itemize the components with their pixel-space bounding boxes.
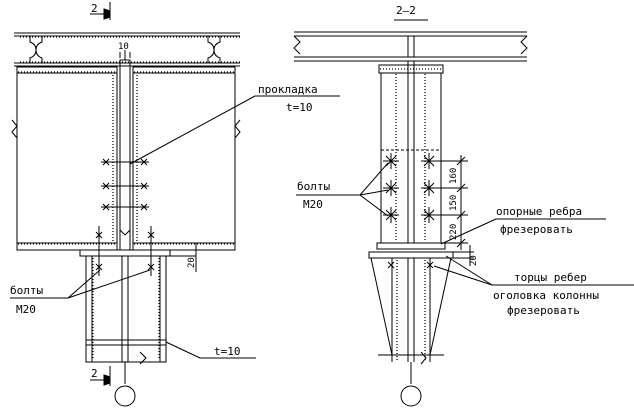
section-mark-bottom: 2: [90, 366, 111, 386]
section-mark-bottom-label: 2: [91, 367, 98, 380]
top-beam: [14, 32, 240, 67]
bolts-label-line2: М20: [16, 303, 36, 316]
rib-ends-callout: торцы ребер оголовка колонны фрезеровать: [433, 255, 634, 317]
axis-marker-left: [114, 385, 136, 407]
dim-220-label: 220: [449, 224, 459, 240]
dim-20-left: 20: [187, 257, 197, 268]
dim-10-label: 10: [118, 42, 129, 52]
top-beam-right: [293, 31, 528, 62]
main-beam-right: [132, 66, 241, 251]
rib-ends-line2: оголовка колонны: [493, 289, 599, 302]
dimension-chain: 160 150 220: [437, 155, 468, 250]
axis-marker-right: [400, 385, 422, 407]
main-beam-left: [11, 66, 118, 251]
bearing-pad: [378, 64, 444, 74]
bolts-label-right-line2: М20: [303, 198, 323, 211]
gasket-thickness: t=10: [286, 101, 313, 114]
gasket-callout: прокладка t=10: [129, 83, 340, 165]
dim-20-right: 20: [469, 255, 479, 266]
cap-plate: 20: [79, 243, 197, 272]
web-bolts-right: [383, 153, 437, 223]
rib-ends-line3: фрезеровать: [507, 304, 580, 317]
girder-elevation: [380, 61, 442, 244]
right-view: 2–2: [293, 4, 634, 407]
section-mark-top: 2: [90, 2, 111, 20]
column-cap-right: [370, 257, 452, 384]
bolts-label-right-line1: болты: [297, 180, 330, 193]
rib-ends-line1: торцы ребер: [514, 271, 587, 284]
web-bolts-left: [101, 158, 149, 211]
bolts-callout-right: болты М20: [296, 162, 389, 217]
plate-callout: t=10: [165, 341, 256, 359]
gasket-label: прокладка: [258, 83, 318, 96]
section-title: 2–2: [396, 4, 416, 17]
support-ribs-line2: фрезеровать: [500, 223, 573, 236]
support-ribs-callout: опорные ребра фрезеровать: [440, 205, 606, 245]
dim-160-label: 160: [449, 168, 459, 184]
plate-thickness: t=10: [214, 345, 241, 358]
dim-150-label: 150: [449, 195, 459, 211]
section-mark-label: 2: [91, 2, 98, 15]
support-plate: 20: [368, 242, 479, 266]
column-left: [85, 226, 167, 384]
support-ribs-line1: опорные ребра: [496, 205, 582, 218]
central-gasket: 10: [118, 42, 131, 251]
left-view: 2: [10, 2, 340, 407]
bolts-callout-left: болты М20: [10, 269, 151, 316]
bolts-label-line1: болты: [10, 284, 43, 297]
